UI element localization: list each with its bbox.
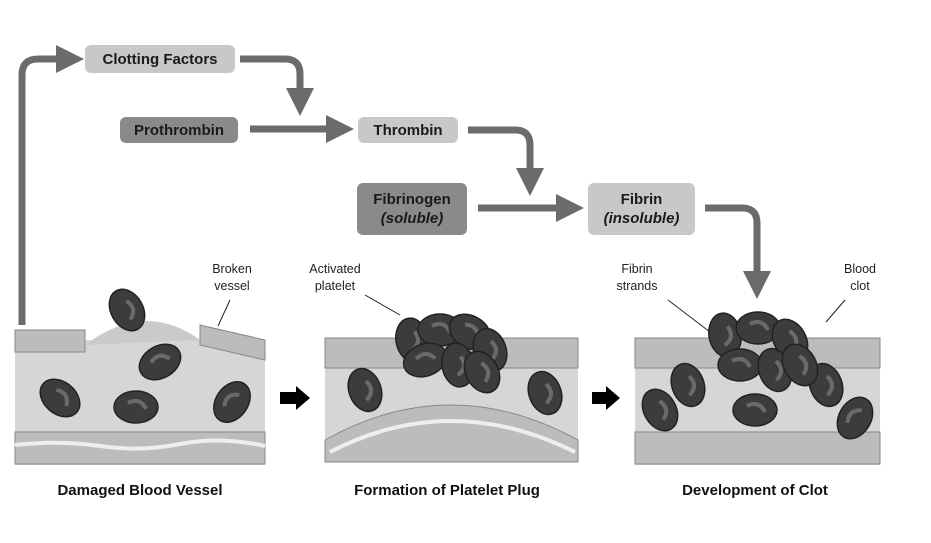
broken-vessel-annotation: Broken vessel xyxy=(202,261,262,295)
prothrombin-box: Prothrombin xyxy=(120,117,238,143)
clotting-factors-label: Clotting Factors xyxy=(102,50,218,68)
fibrin-strands-annotation: Fibrin strands xyxy=(607,261,667,295)
blood-clot-annotation: Blood clot xyxy=(835,261,885,295)
stage-arrow-2 xyxy=(592,386,620,410)
arrow-thrombin-to-fibrin xyxy=(468,126,544,196)
broken-vessel-pointer xyxy=(217,299,231,327)
damaged-vessel-panel xyxy=(14,280,266,465)
fibrin-label: Fibrin xyxy=(620,191,663,208)
annotation-line: clot xyxy=(850,279,870,293)
fibrinogen-label: Fibrinogen xyxy=(373,191,451,208)
arrow-fibrin-to-clot xyxy=(705,204,771,299)
annotation-line: Fibrin xyxy=(621,262,653,276)
annotation-line: platelet xyxy=(314,279,356,293)
prothrombin-label: Prothrombin xyxy=(134,121,224,139)
clot-panel xyxy=(633,308,882,465)
fibrin-box: Fibrin (insoluble) xyxy=(588,183,695,235)
annotation-line: vessel xyxy=(214,279,250,293)
activated-platelet-pointer xyxy=(364,294,401,316)
platelet-plug-panel xyxy=(324,305,579,463)
caption-platelet-plug: Formation of Platelet Plug xyxy=(354,482,540,499)
caption-clot: Development of Clot xyxy=(682,482,828,499)
fibrinogen-box: Fibrinogen (soluble) xyxy=(357,183,467,235)
fibrin-note: (insoluble) xyxy=(603,210,680,227)
arrow-vessel-to-clotting-factors xyxy=(18,45,84,325)
stage-arrow-1 xyxy=(280,386,310,410)
thrombin-box: Thrombin xyxy=(358,117,458,143)
fibrinogen-note: (soluble) xyxy=(380,210,444,227)
annotation-line: Blood xyxy=(844,262,876,276)
annotation-line: Activated xyxy=(309,262,361,276)
fibrin-strands-pointer xyxy=(667,299,711,333)
thrombin-label: Thrombin xyxy=(373,121,443,139)
annotation-line: Broken xyxy=(212,262,252,276)
activated-platelet-annotation: Activated platelet xyxy=(300,261,370,295)
arrow-clotting-factors-to-thrombin xyxy=(240,55,314,116)
annotation-line: strands xyxy=(616,279,658,293)
blood-clot-pointer xyxy=(825,299,846,323)
caption-damaged-vessel: Damaged Blood Vessel xyxy=(57,482,223,499)
clotting-factors-box: Clotting Factors xyxy=(85,45,235,73)
